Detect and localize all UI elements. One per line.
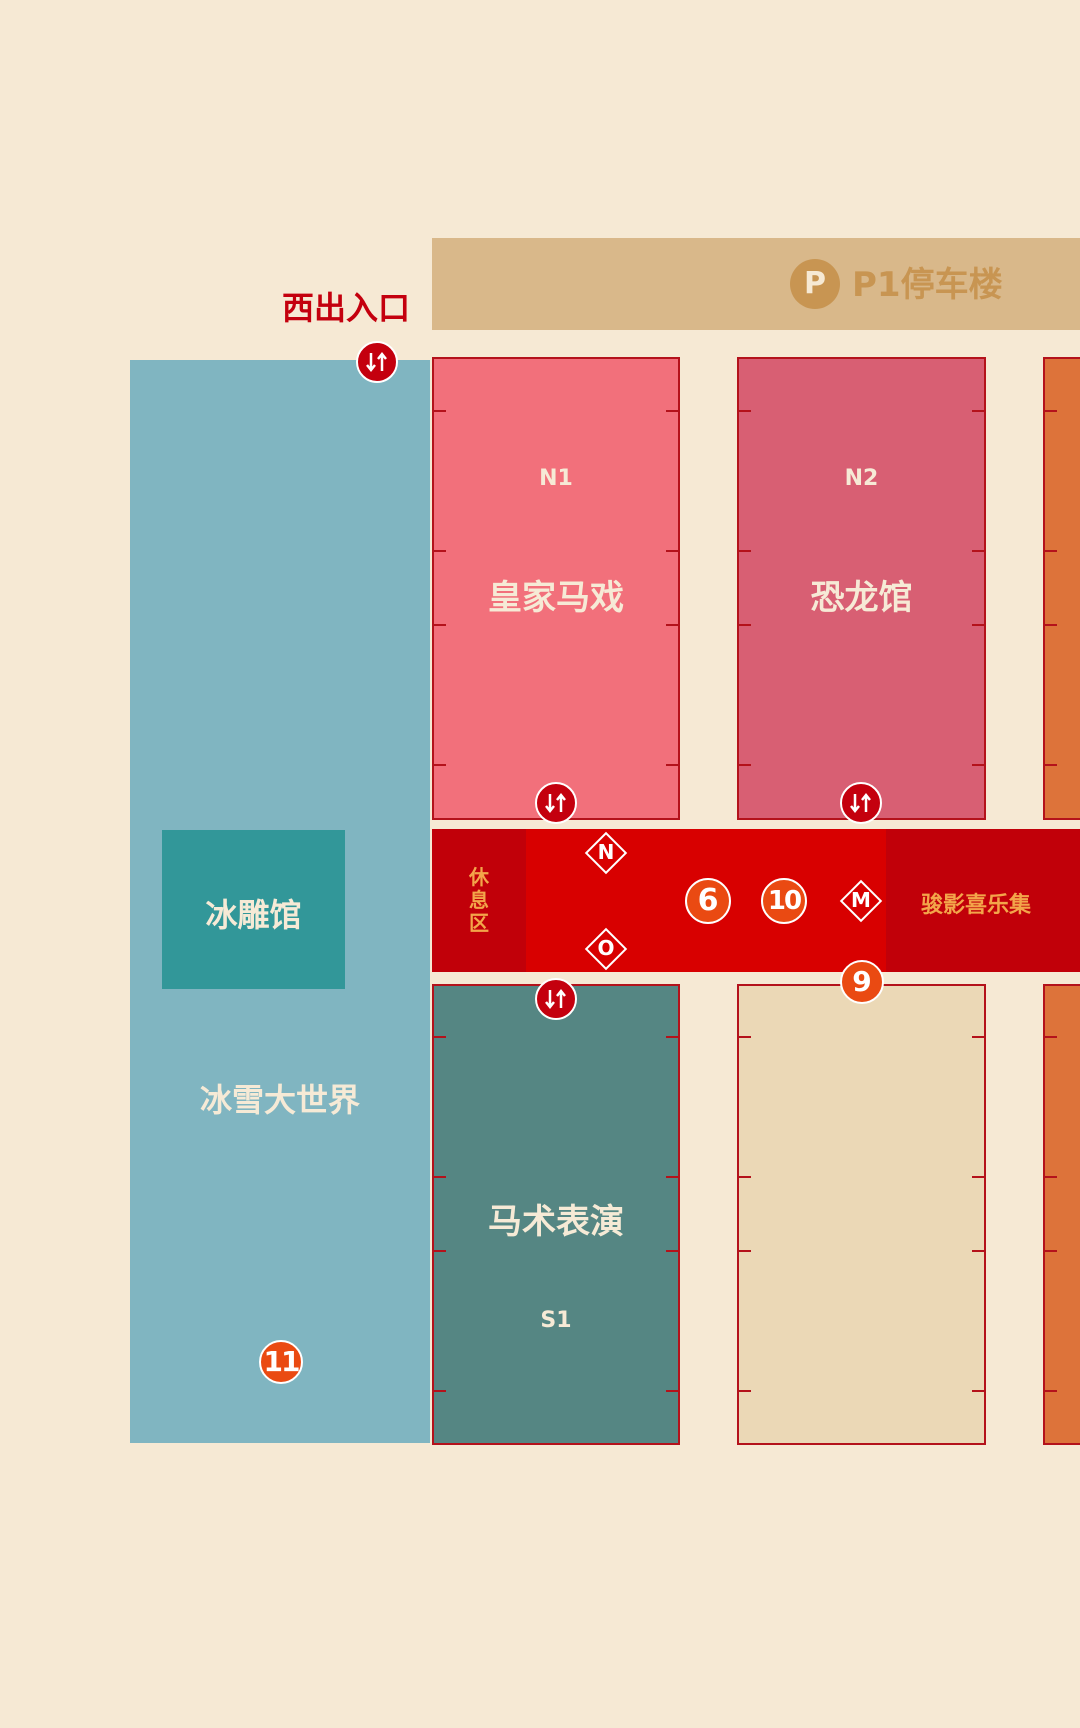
entry-exit-icon-n1[interactable] (535, 782, 577, 824)
rest-area-label: 休 息 区 (469, 865, 489, 935)
hall-s1[interactable] (432, 984, 680, 1445)
gate-n-letter: N (597, 840, 615, 864)
gate-o[interactable]: O (584, 927, 628, 971)
ice-sculpture-hall[interactable] (162, 830, 345, 989)
entry-exit-icon-west[interactable] (356, 341, 398, 383)
poi-badge-10[interactable]: 10 (761, 878, 807, 924)
entry-exit-arrows-icon (366, 351, 387, 373)
parking-label: P1停车楼 (852, 265, 1003, 305)
gate-n[interactable]: N (584, 831, 628, 875)
poi-badge-9[interactable]: 9 (840, 960, 884, 1004)
hall-s1-code: S1 (540, 1308, 572, 1333)
market-label: 骏影喜乐集 (920, 893, 1031, 918)
west-entrance-label: 西出入口 (281, 289, 410, 327)
hall-s2[interactable] (737, 984, 986, 1445)
hall-east-south[interactable] (1043, 984, 1080, 1445)
market-area[interactable] (886, 829, 1080, 972)
entry-exit-arrows-icon (545, 988, 566, 1010)
entry-exit-arrows-icon (850, 792, 871, 814)
ice-world-label: 冰雪大世界 (199, 1081, 360, 1119)
hall-s1-label: 马术表演 (488, 1202, 624, 1242)
hall-n1[interactable] (432, 357, 680, 820)
rest-area[interactable] (432, 829, 526, 972)
gate-m-letter: M (851, 888, 871, 912)
entry-exit-icon-n2[interactable] (840, 782, 882, 824)
poi-badge-6[interactable]: 6 (685, 878, 731, 924)
parking-icon: P (790, 259, 840, 309)
entry-exit-icon-s1[interactable] (535, 978, 577, 1020)
hall-n2[interactable] (737, 357, 986, 820)
hall-n2-code: N2 (844, 466, 879, 491)
hall-n1-code: N1 (539, 466, 573, 491)
gate-m[interactable]: M (839, 879, 883, 923)
hall-east-north[interactable] (1043, 357, 1080, 820)
poi-badge-11[interactable]: 11 (259, 1340, 303, 1384)
gate-o-letter: O (597, 936, 615, 960)
entry-exit-arrows-icon (545, 792, 566, 814)
ice-sculpture-label: 冰雕馆 (205, 896, 302, 934)
parking-building[interactable] (432, 238, 1080, 330)
hall-n2-label: 恐龙馆 (810, 578, 913, 618)
hall-n1-label: 皇家马戏 (488, 578, 624, 618)
